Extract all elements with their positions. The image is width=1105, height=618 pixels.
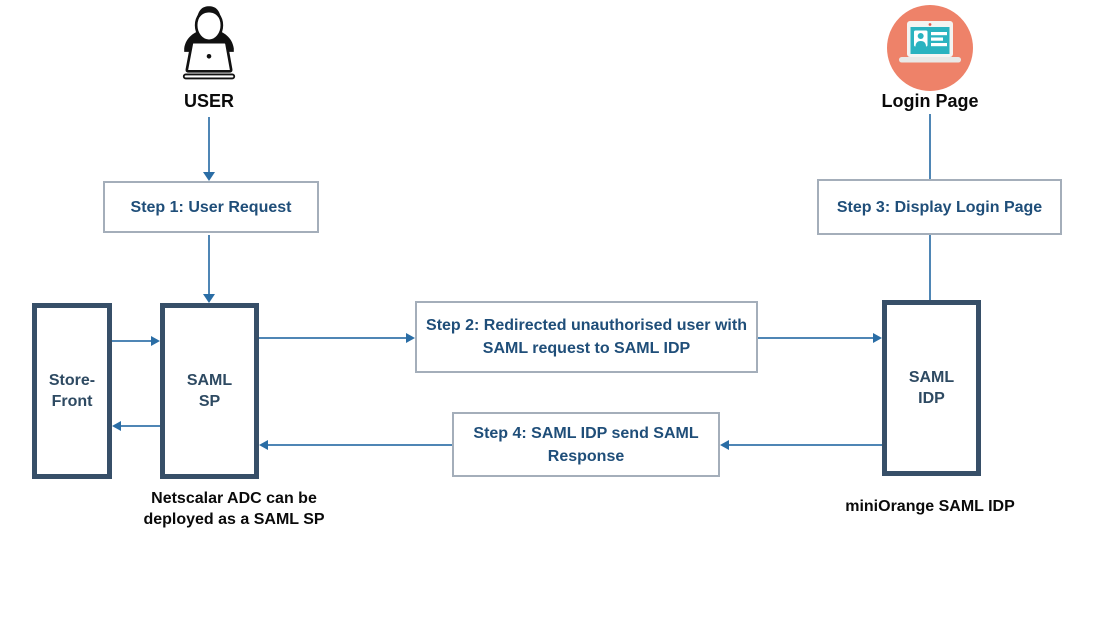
connector-samlidp-to-step4 — [729, 444, 882, 446]
connector-samlsp-to-step2 — [259, 337, 406, 339]
saml-idp-box: SAML IDP — [882, 300, 981, 476]
connector-user-to-step1 — [208, 117, 210, 172]
arrowhead-step4-to-samlsp — [259, 440, 268, 450]
arrowhead-user-to-step1 — [203, 172, 215, 181]
saml-sp-label: SAML SP — [186, 372, 233, 410]
saml-idp-caption: miniOrange SAML IDP — [845, 498, 1015, 515]
connector-samlsp-to-storefront — [121, 425, 160, 427]
step4-label: Step 4: SAML IDP send SAML Response — [473, 424, 699, 465]
connector-step3-to-samlidp — [929, 235, 931, 300]
arrowhead-step2-to-samlidp — [873, 333, 882, 343]
connector-storefront-to-samlsp — [112, 340, 152, 342]
connector-step2-to-samlidp — [758, 337, 873, 339]
saml-idp-label: SAML IDP — [908, 369, 955, 407]
step3-label: Step 3: Display Login Page — [836, 198, 1043, 216]
storefront-box: Store-Front — [32, 303, 112, 479]
step3-box: Step 3: Display Login Page — [817, 179, 1062, 235]
step2-label: Step 2: Redirected unauthorised user wit… — [426, 317, 747, 357]
arrowhead-samlsp-to-step2 — [406, 333, 415, 343]
arrowhead-step1-to-samlsp — [203, 294, 215, 303]
step2-box: Step 2: Redirected unauthorised user wit… — [415, 301, 758, 373]
login-page-label: Login Page — [881, 91, 979, 111]
step4-box: Step 4: SAML IDP send SAML Response — [452, 412, 720, 477]
arrowhead-samlidp-to-step4 — [720, 440, 729, 450]
saml-sp-caption: Netscalar ADC can be deployed as a SAML … — [143, 490, 325, 528]
user-label: USER — [183, 91, 234, 111]
connector-step1-to-samlsp — [208, 235, 210, 294]
storefront-label: Store-Front — [48, 372, 96, 410]
login-page-monitor-icon — [887, 5, 973, 91]
arrowhead-storefront-to-samlsp — [151, 336, 160, 346]
step1-box: Step 1: User Request — [103, 181, 319, 233]
connector-loginpage-to-step3 — [929, 114, 931, 179]
step1-label: Step 1: User Request — [130, 198, 292, 216]
arrowhead-samlsp-to-storefront — [112, 421, 121, 431]
saml-sp-box: SAML SP — [160, 303, 259, 479]
connector-step4-to-samlsp — [268, 444, 452, 446]
user-at-laptop-icon — [182, 6, 236, 80]
